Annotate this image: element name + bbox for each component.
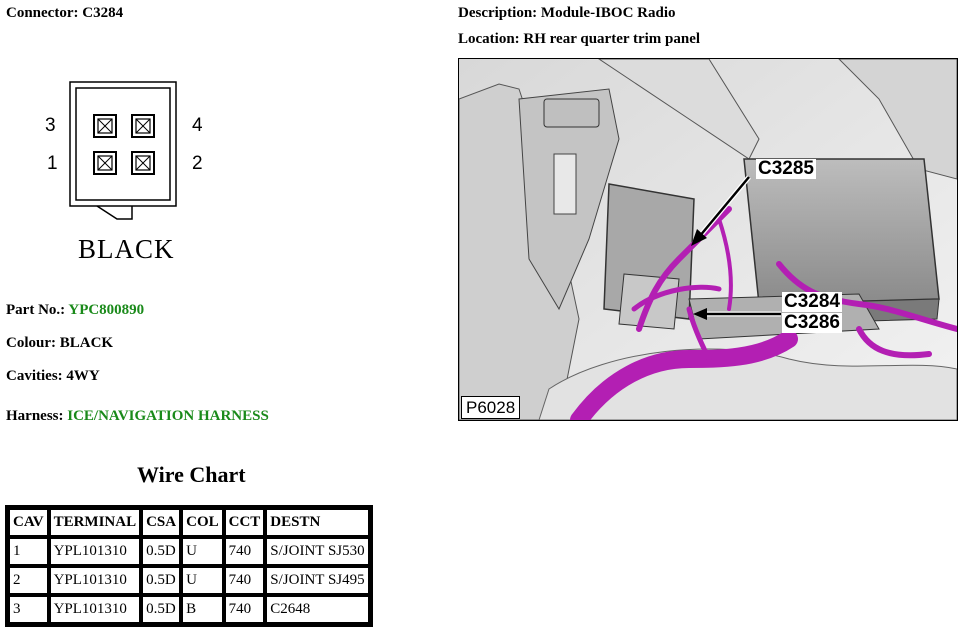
cell-cav: 3 <box>8 595 49 624</box>
cell-destn: C2648 <box>265 595 370 624</box>
connector-label: Connector: <box>6 5 79 21</box>
harness-wiring <box>570 206 957 420</box>
cell-csa: 0.5D <box>141 595 182 624</box>
cell-terminal: YPL101310 <box>48 595 142 624</box>
cell-col: U <box>181 566 224 595</box>
header-terminal: TERMINAL <box>48 508 142 537</box>
cavity-3-icon <box>93 114 117 138</box>
connector-face-diagram: 3 4 1 2 <box>40 75 210 225</box>
header-csa: CSA <box>141 508 182 537</box>
harness-label: Harness: <box>6 408 64 424</box>
part-no-link[interactable]: YPC800890 <box>68 302 145 318</box>
connector-colour-text: BLACK <box>78 234 175 264</box>
cell-destn: S/JOINT SJ530 <box>265 537 370 566</box>
description-line: Description: Module-IBOC Radio <box>458 5 676 22</box>
cavity-4-icon <box>131 114 155 138</box>
part-no-line: Part No.: YPC800890 <box>6 302 144 319</box>
table-header-row: CAV TERMINAL CSA COL CCT DESTN <box>8 508 370 537</box>
cavities-value: 4WY <box>66 368 100 384</box>
cell-cav: 2 <box>8 566 49 595</box>
cavity-2-icon <box>131 151 155 175</box>
header-cav: CAV <box>8 508 49 537</box>
harness-line: Harness: ICE/NAVIGATION HARNESS <box>6 408 269 425</box>
table-row: 1 YPL101310 0.5D U 740 S/JOINT SJ530 <box>8 537 370 566</box>
vehicle-interior-illustration <box>459 59 957 420</box>
callout-arrows <box>691 175 781 320</box>
colour-line: Colour: BLACK <box>6 335 113 352</box>
colour-label: Colour: <box>6 335 56 351</box>
cell-cct: 740 <box>223 566 266 595</box>
pin-number-2: 2 <box>192 153 203 174</box>
callout-c3286: C3286 <box>782 312 842 333</box>
photo-id-label: P6028 <box>461 396 521 419</box>
cell-cct: 740 <box>223 595 266 624</box>
description-label: Description: <box>458 5 538 21</box>
cell-terminal: YPL101310 <box>48 537 142 566</box>
cavity-1-icon <box>93 151 117 175</box>
pin-number-1: 1 <box>47 153 58 174</box>
cell-destn: S/JOINT SJ495 <box>265 566 370 595</box>
description-value: Module-IBOC Radio <box>540 5 676 21</box>
cell-col: B <box>181 595 224 624</box>
callout-c3285: C3285 <box>756 158 816 179</box>
wire-chart-table: CAV TERMINAL CSA COL CCT DESTN 1 YPL1013… <box>5 505 373 627</box>
location-line: Location: RH rear quarter trim panel <box>458 31 700 48</box>
part-no-label: Part No.: <box>6 302 66 318</box>
table-row: 2 YPL101310 0.5D U 740 S/JOINT SJ495 <box>8 566 370 595</box>
connector-value: C3284 <box>82 5 124 21</box>
pin-number-3: 3 <box>45 115 56 136</box>
header-col: COL <box>181 508 224 537</box>
location-illustration: C3285 C3284 C3286 P6028 <box>458 58 958 421</box>
callout-c3284: C3284 <box>782 291 842 312</box>
cavities-line: Cavities: 4WY <box>6 368 100 385</box>
location-value: RH rear quarter trim panel <box>523 31 701 47</box>
cavities-label: Cavities: <box>6 368 63 384</box>
connector-outline <box>69 81 177 220</box>
location-label: Location: <box>458 31 520 47</box>
header-cct: CCT <box>223 508 266 537</box>
connector-line: Connector: C3284 <box>6 5 123 22</box>
cell-cav: 1 <box>8 537 49 566</box>
cell-csa: 0.5D <box>141 537 182 566</box>
colour-value: BLACK <box>59 335 114 351</box>
harness-link[interactable]: ICE/NAVIGATION HARNESS <box>67 408 269 424</box>
pin-number-4: 4 <box>192 115 203 136</box>
cell-col: U <box>181 537 224 566</box>
table-row: 3 YPL101310 0.5D B 740 C2648 <box>8 595 370 624</box>
wire-chart-title: Wire Chart <box>137 462 246 487</box>
header-destn: DESTN <box>265 508 370 537</box>
cell-cct: 740 <box>223 537 266 566</box>
cell-terminal: YPL101310 <box>48 566 142 595</box>
cell-csa: 0.5D <box>141 566 182 595</box>
